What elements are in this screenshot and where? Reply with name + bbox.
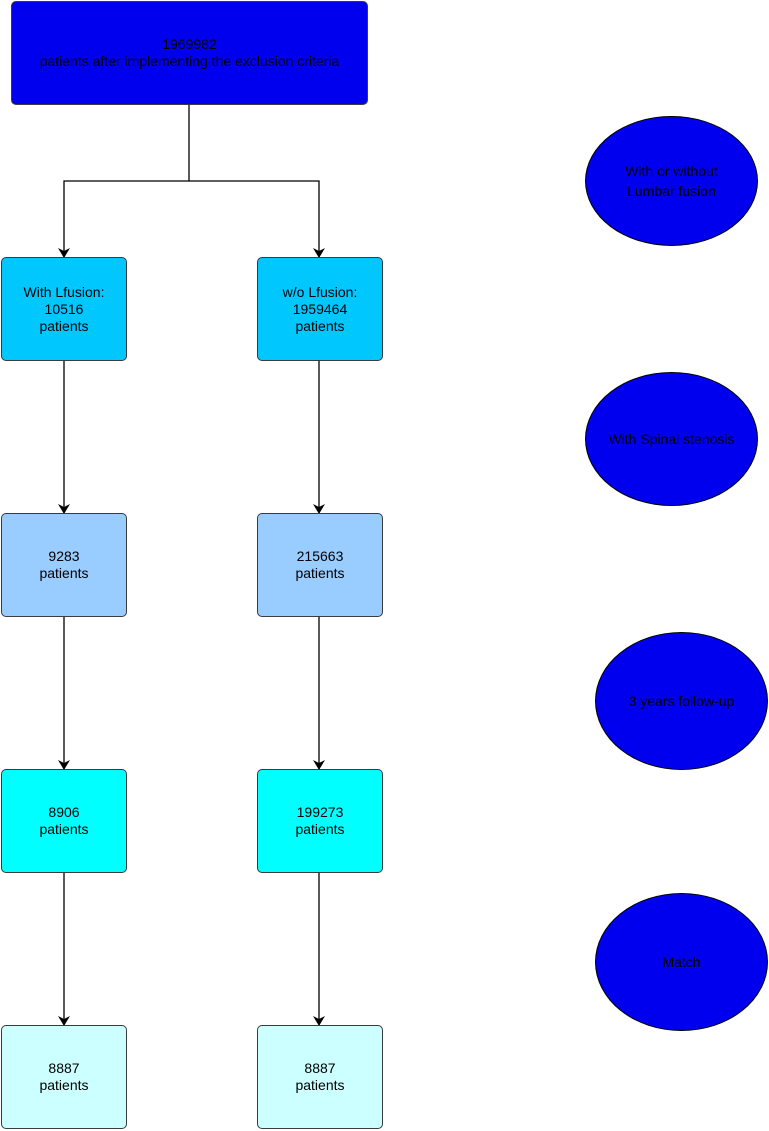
with-lfusion-match-unit: patients [39,1077,89,1093]
with-lfusion-stenosis-count: 9283 [48,548,80,564]
with-lfusion-unit: patients [39,317,89,334]
stage-ellipse-lumbar-fusion-line2: Lumbar fusion [627,183,716,199]
with-lfusion-followup-unit: patients [39,821,89,837]
with-lfusion-match-box: 8887 patients [1,1025,127,1129]
without-lfusion-match-unit: patients [295,1077,345,1093]
with-lfusion-box: With Lfusion: 10516 patients [1,257,127,361]
with-lfusion-label: With Lfusion: [23,283,105,300]
without-lfusion-box: w/o Lfusion: 1959464 patients [257,257,383,361]
top-total-box: 1969982 patients after implementing the … [11,1,368,105]
with-lfusion-followup-count: 8906 [48,804,80,820]
stage-ellipse-lumbar-fusion: With or without Lumbar fusion [585,116,758,246]
without-lfusion-label: w/o Lfusion: [282,283,358,300]
with-lfusion-followup-box: 8906 patients [1,769,127,873]
without-lfusion-match-count: 8887 [304,1060,336,1076]
stage-ellipse-match: Match [595,893,768,1031]
without-lfusion-followup-count: 199273 [296,804,344,820]
without-lfusion-unit: patients [295,317,345,334]
with-lfusion-match-count: 8887 [48,1060,80,1076]
split-connector-left [58,105,190,258]
split-connector-right [189,180,325,258]
with-lfusion-stenosis-unit: patients [39,565,89,581]
without-lfusion-count: 1959464 [292,300,348,317]
top-total-text: patients after implementing the exclusio… [39,53,340,69]
without-lfusion-match-box: 8887 patients [257,1025,383,1129]
stage-ellipse-follow-up: 3 years follow-up [595,632,768,770]
stage-ellipse-lumbar-fusion-line1: With or without [625,163,718,179]
with-lfusion-count: 10516 [44,300,84,317]
with-lfusion-stenosis-box: 9283 patients [1,513,127,617]
without-lfusion-stenosis-count: 215663 [296,548,344,564]
stage-ellipse-follow-up-label: 3 years follow-up [628,693,735,709]
stage-ellipse-spinal-stenosis-label: With Spinal stenosis [608,431,735,447]
without-lfusion-stenosis-unit: patients [295,565,345,581]
without-lfusion-followup-box: 199273 patients [257,769,383,873]
top-total-count: 1969982 [162,36,217,52]
without-lfusion-followup-unit: patients [295,821,345,837]
stage-ellipse-spinal-stenosis: With Spinal stenosis [585,372,758,506]
stage-ellipse-match-label: Match [662,954,701,970]
without-lfusion-stenosis-box: 215663 patients [257,513,383,617]
